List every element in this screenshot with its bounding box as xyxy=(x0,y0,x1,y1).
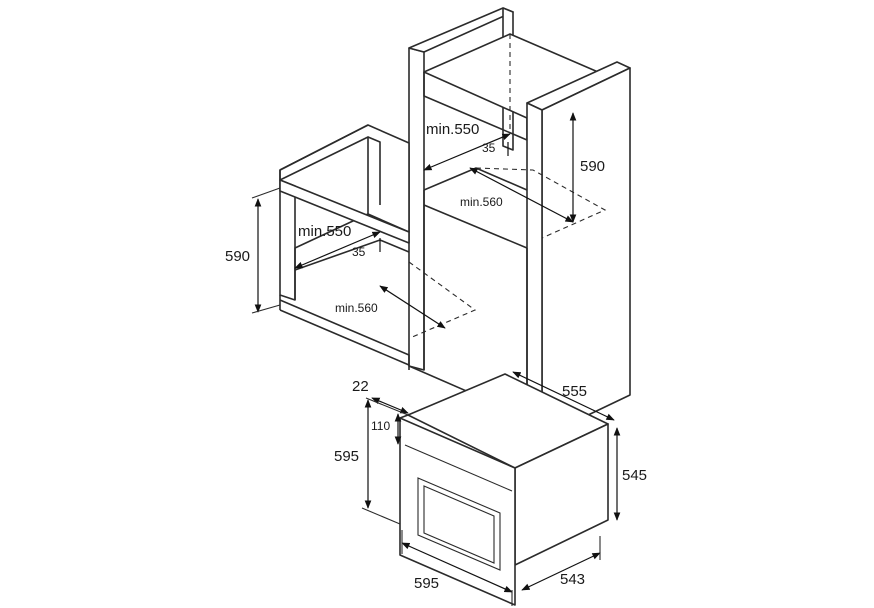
left-cabinet xyxy=(279,124,477,370)
body-depth-label: 543 xyxy=(560,571,585,588)
dim-left-width: min.560 xyxy=(335,285,446,329)
front-height-label: 595 xyxy=(334,448,359,465)
tall-depth-label: min.550 xyxy=(426,121,479,138)
dim-body-depth: 543 xyxy=(521,536,601,591)
dim-left-height: 590 xyxy=(225,187,281,314)
top-depth-label: 555 xyxy=(562,383,587,400)
tall-width-label: min.560 xyxy=(460,195,503,209)
panel-offset-label: 22 xyxy=(352,378,369,395)
dim-front-height: 595 xyxy=(334,399,401,525)
tall-cabinet xyxy=(408,7,631,438)
dim-body-height: 545 xyxy=(613,427,647,521)
dim-panel-offset: 22 xyxy=(352,378,409,416)
left-height-label: 590 xyxy=(225,248,250,265)
dim-top-depth: 555 xyxy=(512,371,615,421)
left-gap-label: 35 xyxy=(352,245,366,259)
left-depth-label: min.550 xyxy=(298,223,351,240)
dim-front-width: 595 xyxy=(401,530,513,606)
dim-tall-width: min.560 xyxy=(460,167,574,223)
tall-height-label: 590 xyxy=(580,158,605,175)
tall-gap-label: 35 xyxy=(482,141,496,155)
panel-height-label: 110 xyxy=(371,419,390,433)
dim-panel-height: 110 xyxy=(371,413,402,445)
body-height-label: 545 xyxy=(622,467,647,484)
dim-tall-depth: min.550 35 xyxy=(423,121,511,171)
left-width-label: min.560 xyxy=(335,301,378,315)
front-width-label: 595 xyxy=(414,575,439,592)
dim-left-depth: min.550 35 xyxy=(294,223,381,269)
